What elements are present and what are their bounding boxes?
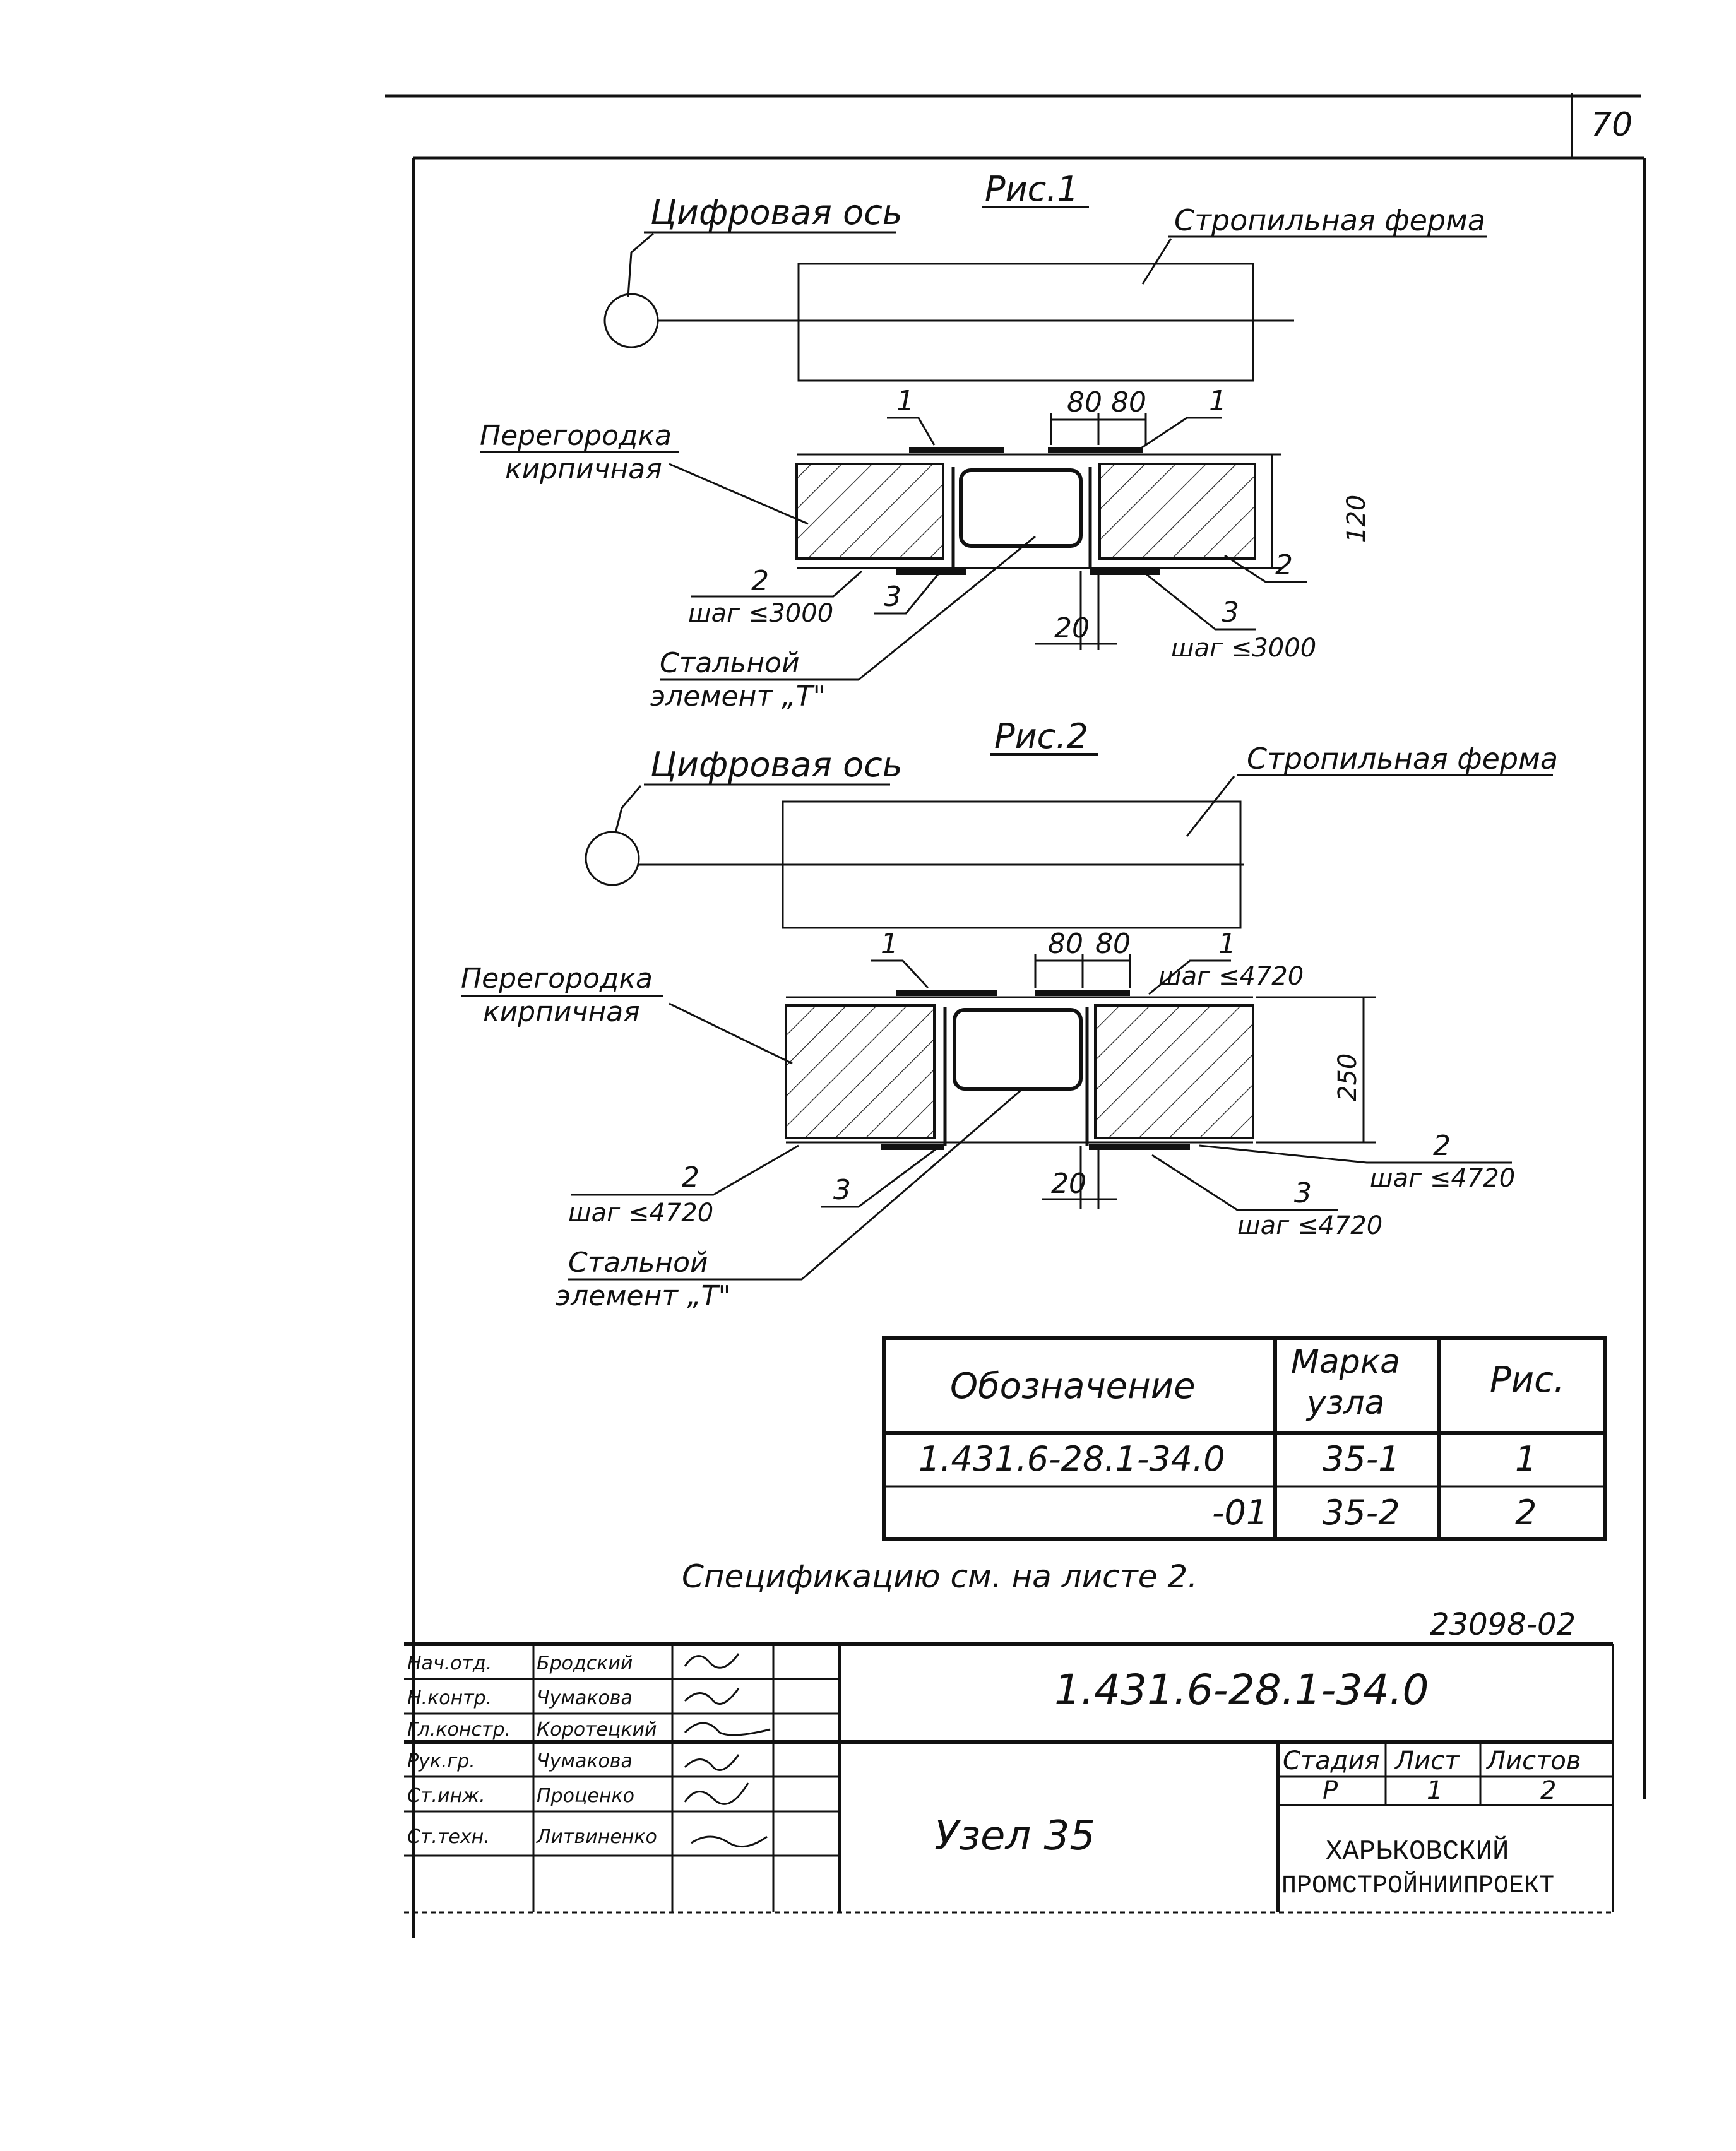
fig1-callout-2-left: 2 bbox=[751, 565, 769, 597]
fig1-partition-label-1: Перегородка bbox=[480, 420, 672, 452]
fig1-steel-2: элемент „Т" bbox=[650, 680, 826, 713]
sheet-frame bbox=[385, 93, 1646, 1938]
fig2-axis-bubble bbox=[585, 831, 640, 886]
fig1-callout-2-right: 2 bbox=[1275, 549, 1293, 581]
title-block: Нач.отд. Бродский Н.контр. Чумакова Гл.к… bbox=[404, 1642, 1614, 1914]
fig2-steel-1: Стальной bbox=[568, 1247, 708, 1279]
fig2-truss-label: Стропильная ферма bbox=[1247, 742, 1558, 776]
signer-5-name: Проценко bbox=[537, 1785, 634, 1807]
fig2-step-3-right: шаг ≤4720 bbox=[1237, 1211, 1382, 1240]
org-line-2: ПРОМСТРОЙНИИПРОЕКТ bbox=[1281, 1871, 1554, 1900]
fig2-brick-right bbox=[1094, 1004, 1254, 1139]
table-row-1-fig: 1 bbox=[1515, 1439, 1537, 1479]
fig1-dim-80-b: 80 bbox=[1111, 386, 1146, 418]
doc-code: 23098-02 bbox=[1430, 1607, 1576, 1642]
spec-note: Спецификацию см. на листе 2. bbox=[682, 1558, 1198, 1595]
table-row-1-mark: 35-1 bbox=[1323, 1439, 1400, 1479]
fig1-truss bbox=[797, 263, 1254, 382]
fig1-callout-1-right: 1 bbox=[1209, 385, 1227, 417]
fig1-step-2-left: шаг ≤3000 bbox=[688, 599, 833, 628]
fig2-callout-2-right: 2 bbox=[1433, 1130, 1451, 1162]
fig1-steel-tube bbox=[959, 468, 1083, 548]
signer-6-role: Ст.техн. bbox=[407, 1826, 490, 1848]
fig1-axis-bubble bbox=[603, 293, 659, 348]
stage-value: Р bbox=[1323, 1776, 1338, 1805]
signer-1-role: Нач.отд. bbox=[407, 1652, 492, 1674]
signer-2-name: Чумакова bbox=[537, 1687, 633, 1709]
signer-4-role: Рук.гр. bbox=[407, 1750, 475, 1772]
fig1-truss-label: Стропильная ферма bbox=[1174, 203, 1485, 237]
fig1-callout-1-left: 1 bbox=[896, 385, 914, 417]
fig1-steel-1: Стальной bbox=[660, 647, 800, 679]
fig1-step-3-right: шаг ≤3000 bbox=[1171, 634, 1316, 663]
table-header-designation: Обозначение bbox=[950, 1366, 1196, 1407]
fig2-callout-1-left: 1 bbox=[881, 928, 898, 960]
sheet-number: 70 bbox=[1591, 106, 1632, 144]
fig2-step-2-left: шаг ≤4720 bbox=[568, 1199, 713, 1228]
signer-1-name: Бродский bbox=[537, 1652, 633, 1674]
stage-header: Стадия bbox=[1283, 1746, 1379, 1775]
fig1-callout-3-right: 3 bbox=[1222, 596, 1239, 629]
sheets-header: Листов bbox=[1485, 1746, 1581, 1775]
figure-2: Рис.2 Цифровая ось Стропильная ферма 1 8… bbox=[461, 716, 1558, 1312]
table-header-fig: Рис. bbox=[1490, 1360, 1565, 1401]
fig1-dim-height: 120 bbox=[1342, 495, 1371, 543]
fig2-callout-3-right: 3 bbox=[1294, 1177, 1312, 1209]
table-row-2-mark: 35-2 bbox=[1323, 1493, 1400, 1532]
table-row-2-designation: -01 bbox=[1212, 1493, 1268, 1532]
fig2-truss bbox=[782, 800, 1242, 929]
fig1-partition-label-2: кирпичная bbox=[505, 453, 662, 485]
fig2-callout-2-left: 2 bbox=[682, 1161, 699, 1194]
signer-4-name: Чумакова bbox=[537, 1750, 633, 1772]
title-designation: 1.431.6-28.1-34.0 bbox=[1054, 1666, 1429, 1714]
fig2-dim-80-a: 80 bbox=[1048, 928, 1083, 960]
fig2-callout-3-left: 3 bbox=[833, 1174, 851, 1206]
fig2-step-2-right: шаг ≤4720 bbox=[1370, 1164, 1515, 1193]
fig2-steel-2: элемент „Т" bbox=[556, 1280, 731, 1312]
fig2-axis-label: Цифровая ось bbox=[650, 745, 903, 785]
table-header-mark-1: Марка bbox=[1291, 1343, 1400, 1381]
signer-6-name: Литвиненко bbox=[536, 1826, 657, 1848]
signatures bbox=[684, 1653, 771, 1848]
signer-5-role: Ст.инж. bbox=[407, 1785, 485, 1807]
signer-2-role: Н.контр. bbox=[407, 1687, 492, 1709]
designation-table: Обозначение Марка узла Рис. 1.431.6-28.1… bbox=[882, 1336, 1607, 1541]
fig1-title: Рис.1 bbox=[985, 169, 1079, 209]
fig1-axis-label: Цифровая ось bbox=[650, 193, 903, 232]
figure-1: Рис.1 Цифровая ось Стропильная ферма 1 8… bbox=[480, 169, 1487, 713]
fig2-dim-80-b: 80 bbox=[1095, 928, 1131, 960]
fig1-dim-20: 20 bbox=[1054, 612, 1090, 644]
table-row-1-designation: 1.431.6-28.1-34.0 bbox=[919, 1439, 1225, 1479]
fig1-brick-right bbox=[1098, 463, 1256, 560]
signer-3-name: Коротецкий bbox=[537, 1719, 657, 1741]
table-header-mark-2: узла bbox=[1305, 1384, 1385, 1422]
fig2-title: Рис.2 bbox=[994, 716, 1088, 756]
sheet-value: 1 bbox=[1427, 1776, 1442, 1805]
sheets-value: 2 bbox=[1540, 1776, 1556, 1805]
table-row-2-fig: 2 bbox=[1515, 1493, 1537, 1532]
fig1-dim-80-a: 80 bbox=[1067, 386, 1102, 418]
title-node-name: Узел 35 bbox=[934, 1813, 1095, 1859]
fig2-dim-height: 250 bbox=[1333, 1053, 1362, 1101]
fig2-brick-left bbox=[785, 1004, 936, 1139]
fig2-partition-label-2: кирпичная bbox=[483, 996, 640, 1028]
fig1-callout-3-left: 3 bbox=[884, 581, 901, 613]
org-line-1: ХАРЬКОВСКИЙ bbox=[1326, 1835, 1509, 1868]
fig2-steel-tube bbox=[953, 1008, 1083, 1091]
signer-3-role: Гл.констр. bbox=[407, 1719, 511, 1741]
sheet-header: Лист bbox=[1394, 1746, 1460, 1775]
fig1-brick-left bbox=[795, 463, 944, 560]
fig2-callout-1-right: 1 bbox=[1218, 928, 1236, 960]
fig2-step-1-right: шаг ≤4720 bbox=[1158, 962, 1304, 991]
fig2-partition-label-1: Перегородка bbox=[461, 963, 653, 995]
